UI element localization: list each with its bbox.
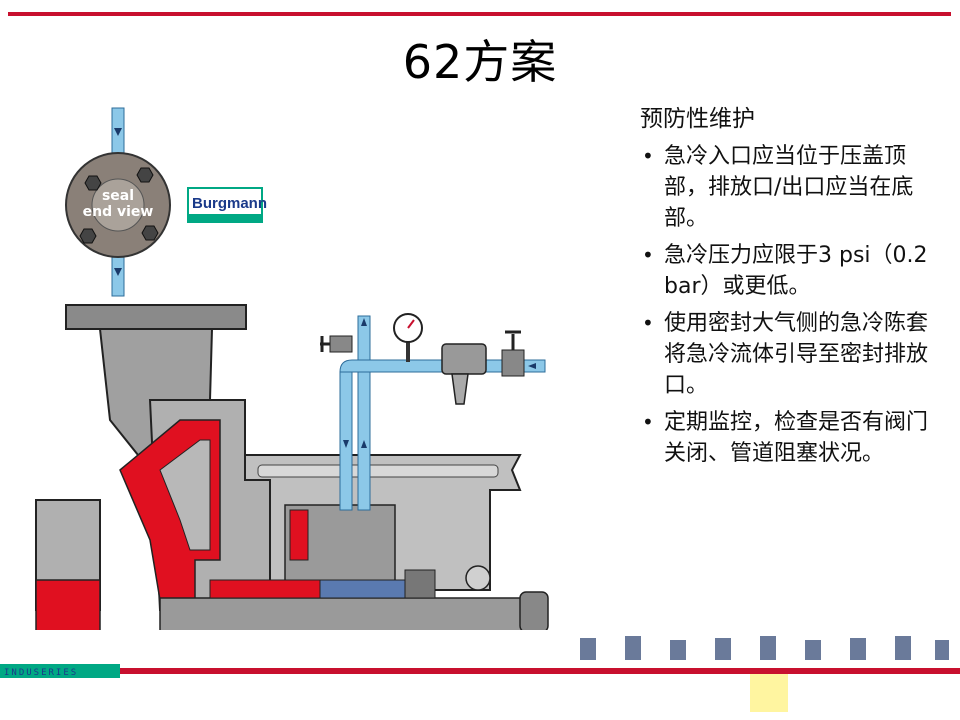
slide-title: 62方案 bbox=[402, 35, 558, 89]
highlight-marker bbox=[750, 674, 788, 712]
top-rule bbox=[8, 12, 951, 16]
seal-view-label-1: seal bbox=[102, 188, 134, 204]
pressure-gauge-icon bbox=[393, 313, 423, 362]
seal-plan-diagram: seal end view Burgmann bbox=[35, 107, 549, 630]
footer-strip: INDUSERIES bbox=[0, 636, 960, 712]
impeller bbox=[119, 419, 221, 601]
list-item: 急冷入口应当位于压盖顶部，排放口/出口应当在底部。 bbox=[640, 141, 945, 234]
mechanical-seal bbox=[209, 504, 491, 599]
valve-icon bbox=[320, 335, 353, 353]
preventive-maintenance-notes: 预防性维护 急冷入口应当位于压盖顶部，排放口/出口应当在底部。 急冷压力应限于3… bbox=[640, 104, 945, 475]
seal-view-label-2: end view bbox=[83, 204, 154, 220]
valve-icon bbox=[501, 330, 525, 377]
notes-heading: 预防性维护 bbox=[640, 106, 755, 132]
list-item: 使用密封大气侧的急冷陈套将急冷流体引导至密封排放口。 bbox=[640, 308, 945, 401]
footer-icon-row bbox=[580, 636, 949, 660]
shaft bbox=[159, 591, 549, 630]
list-item: 定期监控，检查是否有阀门关闭、管道阻塞状况。 bbox=[640, 407, 945, 469]
notes-list: 急冷入口应当位于压盖顶部，排放口/出口应当在底部。 急冷压力应限于3 psi（0… bbox=[640, 141, 945, 469]
brand-logo: Burgmann bbox=[187, 187, 267, 223]
list-item: 急冷压力应限于3 psi（0.2 bar）或更低。 bbox=[640, 240, 945, 302]
footer-band-label: INDUSERIES bbox=[4, 668, 78, 678]
brand-name: Burgmann bbox=[192, 195, 267, 212]
strainer-icon bbox=[441, 343, 487, 405]
seal-end-view: seal end view bbox=[65, 152, 171, 258]
